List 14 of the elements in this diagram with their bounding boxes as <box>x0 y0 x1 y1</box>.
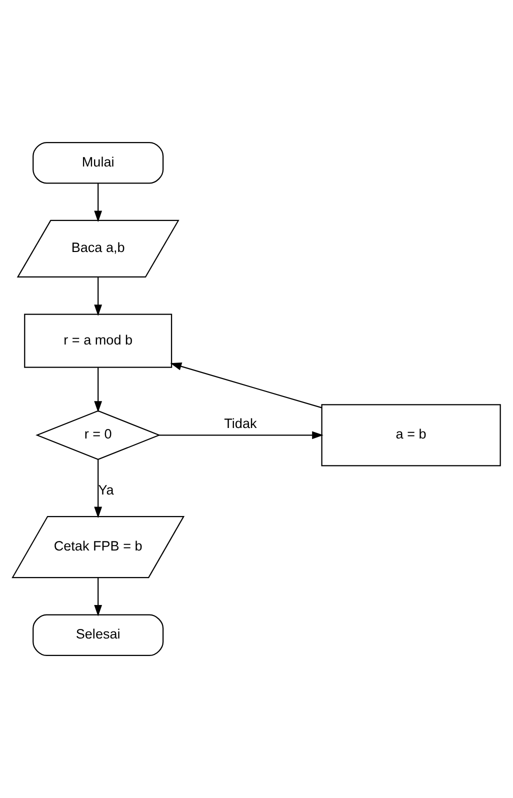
arrow <box>159 431 324 440</box>
arrow <box>94 368 102 412</box>
edge-label: Ya <box>98 482 114 498</box>
arrow <box>94 578 102 616</box>
node-box: a = b <box>321 404 501 466</box>
arrow <box>94 460 102 518</box>
node-box: r = a mod b <box>24 314 172 368</box>
arrow <box>94 183 102 222</box>
node-diamond: r = 0 <box>36 410 161 460</box>
arrow <box>94 277 102 316</box>
node-box: Mulai <box>32 142 164 184</box>
arrow <box>170 362 322 408</box>
node-box: Selesai <box>32 614 164 656</box>
edge-label: Tidak <box>224 416 257 431</box>
